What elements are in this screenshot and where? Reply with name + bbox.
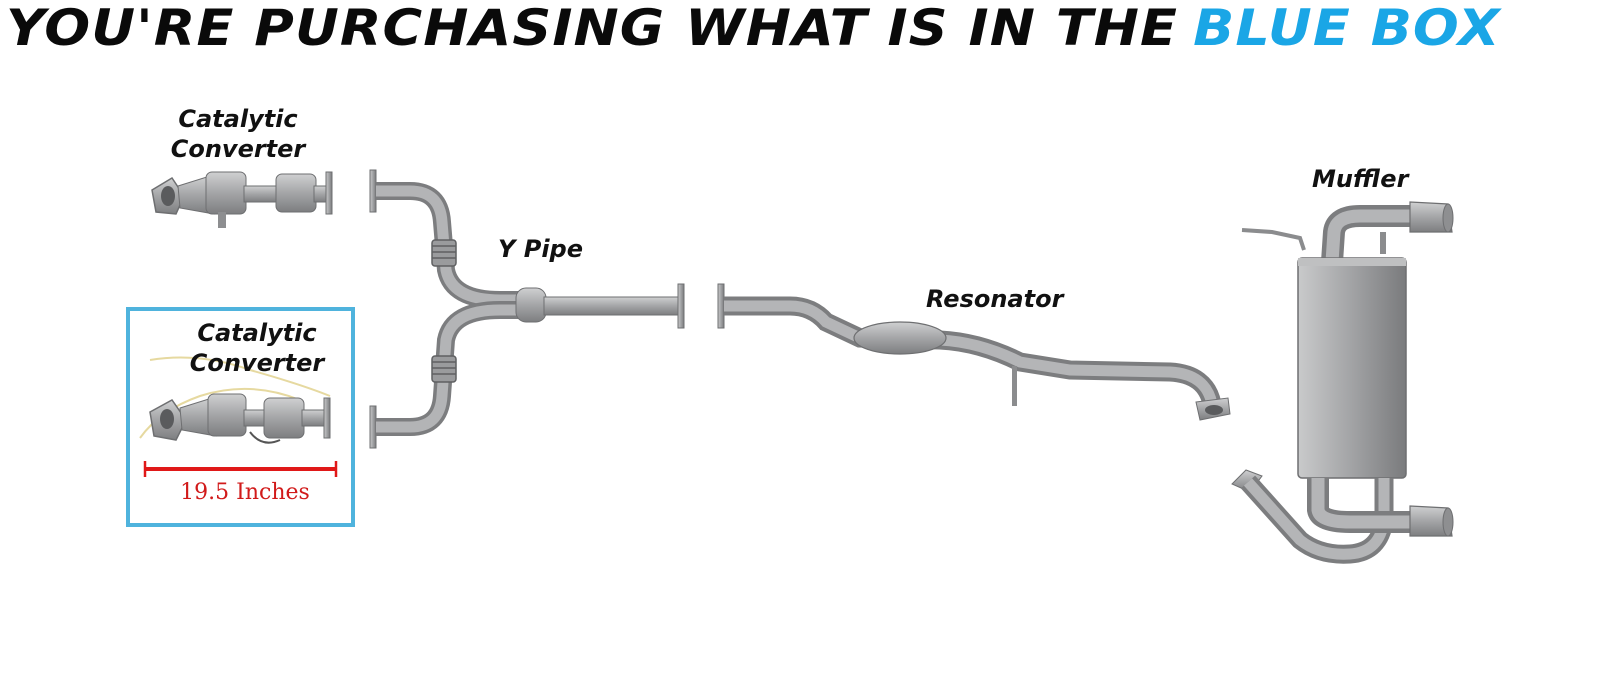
muffler-hanger	[1241, 228, 1306, 251]
muffler-lower-tip-opening	[1442, 507, 1454, 537]
muffler	[1231, 201, 1454, 564]
y-pipe-outlet-flange	[677, 283, 685, 329]
label-y-pipe: Y Pipe	[498, 235, 584, 263]
resonator-body	[853, 321, 947, 355]
resonator-hanger	[1012, 366, 1017, 406]
cat-top-body	[205, 171, 247, 215]
headline-highlight: BLUE BOX	[1193, 0, 1501, 57]
cat-top-sensor-bung	[218, 212, 226, 228]
muffler-case-top	[1298, 258, 1406, 266]
y-pipe-upper-flex	[431, 239, 457, 267]
y-pipe-top-flange	[369, 169, 377, 213]
label-catalytic-converter-bottom: Catalytic Converter	[182, 318, 332, 378]
cat-top-pipe	[243, 185, 281, 203]
cat-top-outlet-flange	[325, 171, 333, 215]
muffler-lower-pipe-core	[1311, 478, 1412, 529]
y-pipe-lower-flex-ribs	[432, 361, 456, 375]
label-catalytic-converter-top-line-2: Converter	[170, 135, 306, 163]
label-catalytic-converter-bottom-line-1: Catalytic	[197, 319, 317, 347]
muffler-case	[1297, 257, 1407, 479]
y-pipe-bottom-flange	[369, 405, 377, 449]
headline-prefix: YOU'RE PURCHASING WHAT IS IN THE	[6, 0, 1179, 57]
resonator-inlet-flange	[717, 283, 725, 329]
muffler-upper-pipe-core	[1325, 209, 1412, 263]
y-pipe-outlet	[543, 296, 681, 316]
label-catalytic-converter-top: Catalytic Converter	[168, 104, 308, 164]
muffler-upper-tip-opening	[1442, 203, 1454, 233]
measurement-label: 19.5 Inches	[180, 480, 310, 505]
y-pipe-lower-flex	[431, 355, 457, 383]
measurement-bar	[143, 461, 338, 477]
blue-highlight-box	[126, 307, 355, 527]
label-catalytic-converter-top-line-1: Catalytic	[178, 105, 298, 133]
cat-bottom-heat-shield-sketch	[149, 356, 331, 397]
cat-bottom-outlet-flange	[323, 397, 331, 439]
resonator-outlet-opening	[1205, 405, 1223, 415]
y-pipe-merge	[515, 287, 547, 323]
resonator-pipe-outline	[724, 296, 1222, 407]
resonator-pipe	[717, 283, 1231, 421]
cat-bottom-wire	[249, 431, 281, 444]
muffler-lower-tip	[1409, 505, 1453, 537]
label-catalytic-converter-bottom-line-2: Converter	[189, 349, 325, 377]
muffler-upper-tip	[1409, 201, 1453, 233]
y-pipe-lower-leg-core	[376, 304, 528, 433]
y-pipe-upper-flex-ribs	[432, 245, 456, 259]
catalytic-converter-top	[151, 171, 333, 228]
catalytic-converter-bottom	[139, 356, 331, 444]
cat-top-second-body	[275, 173, 317, 213]
muffler-bracket-top	[1380, 232, 1386, 254]
label-muffler: Muffler	[1312, 165, 1409, 193]
y-pipe	[369, 169, 685, 449]
label-resonator: Resonator	[926, 285, 1064, 313]
y-pipe-upper-leg-core	[376, 185, 528, 306]
cat-bottom-inlet-opening	[160, 409, 174, 429]
cat-top-inlet-opening	[161, 186, 175, 206]
resonator-pipe-core	[724, 300, 1218, 406]
